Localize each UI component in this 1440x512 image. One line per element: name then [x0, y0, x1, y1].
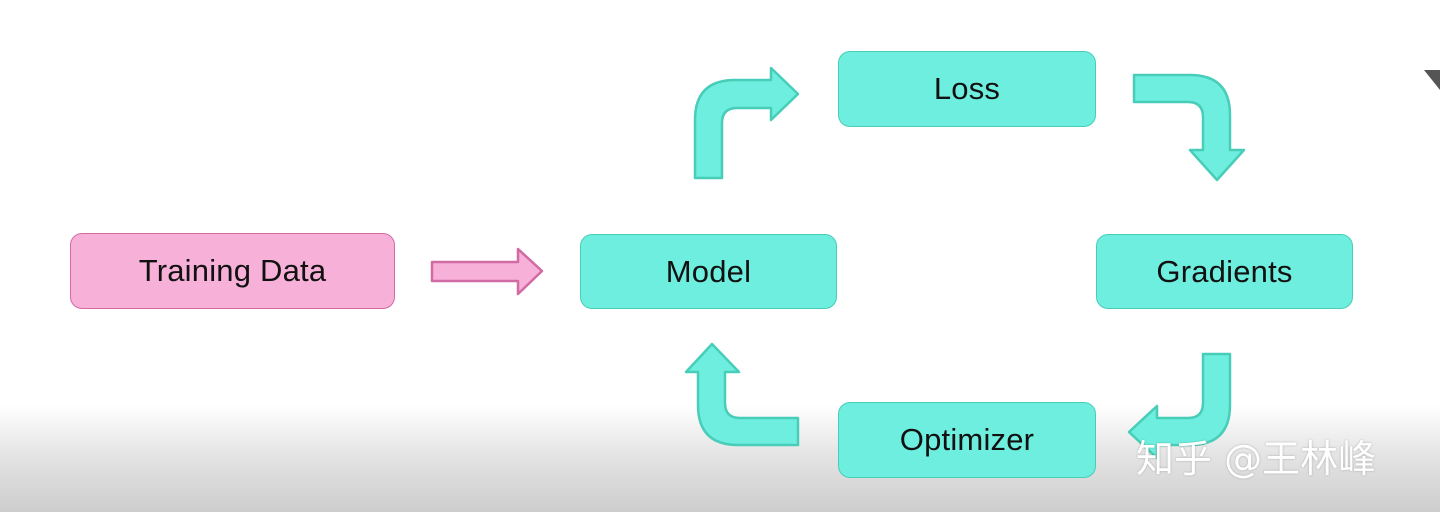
node-gradients-label: Gradients [1156, 253, 1293, 289]
node-model-label: Model [665, 253, 752, 289]
watermark: 知乎 @王林峰 [1136, 437, 1377, 481]
node-optimizer: Optimizer [838, 402, 1096, 478]
arrow-gradients-to-optimizer [1127, 352, 1232, 460]
node-model: Model [580, 234, 837, 309]
node-gradients: Gradients [1096, 234, 1353, 309]
arrow-training-to-model [430, 247, 544, 296]
arrow-optimizer-to-model [684, 342, 800, 447]
corner-triangle-icon [1424, 70, 1440, 90]
arrow-loss-to-gradients [1132, 73, 1246, 182]
arrow-model-to-loss [693, 66, 800, 180]
node-training-data-label: Training Data [138, 253, 327, 288]
node-training-data: Training Data [70, 233, 395, 309]
node-loss: Loss [838, 51, 1096, 127]
node-loss-label: Loss [933, 71, 1001, 106]
node-optimizer-label: Optimizer [899, 422, 1035, 457]
